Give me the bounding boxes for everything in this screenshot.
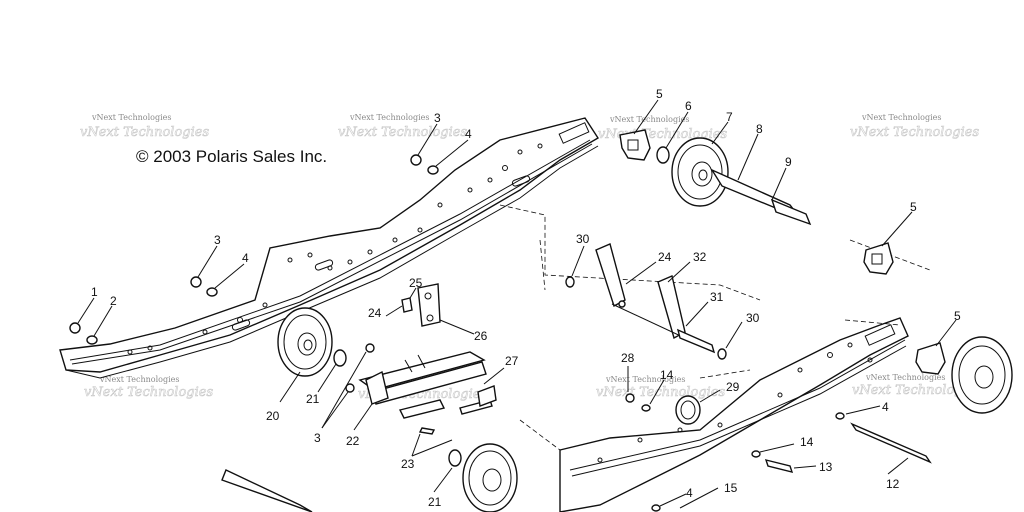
right-idler-wheel — [951, 336, 1013, 414]
callout-5: 5 — [954, 309, 961, 323]
leader-lines — [77, 99, 957, 509]
callout-30: 30 — [746, 311, 760, 325]
callout-2: 2 — [110, 294, 117, 308]
callout-21: 21 — [428, 495, 442, 509]
callout-24: 24 — [368, 306, 382, 320]
callout-5: 5 — [910, 200, 917, 214]
watermark-text: vNext Technologies — [596, 385, 725, 400]
stop-bracket — [595, 243, 716, 354]
callout-3: 3 — [314, 431, 321, 445]
callout-6: 6 — [685, 99, 692, 113]
fastener-hardware — [69, 154, 845, 512]
washer-upper — [656, 146, 670, 164]
callout-22: 22 — [346, 434, 360, 448]
callout-29: 29 — [726, 380, 740, 394]
washer-center — [333, 349, 347, 367]
callout-7: 7 — [726, 110, 733, 124]
axle-block-upper — [619, 129, 651, 161]
callout-5: 5 — [656, 87, 663, 101]
callout-9: 9 — [785, 155, 792, 169]
callout-26: 26 — [474, 329, 488, 343]
assembly-centerlines — [499, 204, 931, 451]
lower-idler-wheel — [462, 443, 518, 512]
watermark-text: vNext Technologies — [605, 375, 685, 384]
bolts — [221, 422, 932, 512]
watermark-text: vNext Technologies — [865, 373, 945, 382]
callout-12: 12 — [886, 477, 900, 491]
callout-4: 4 — [686, 486, 693, 500]
callout-13: 13 — [819, 460, 833, 474]
axle-block-right — [863, 242, 894, 275]
watermark-text: vNext Technologies — [852, 383, 981, 398]
callout-labels: 1 2 3 4 3 4 5 6 7 8 9 5 5 4 14 13 12 4 1… — [91, 87, 961, 509]
watermark-text: vNext Technologies — [99, 375, 179, 384]
watermark-text: vNext Technologies — [861, 113, 941, 122]
center-idler-wheel — [277, 307, 333, 377]
watermark-text: vNext Technologies — [84, 385, 213, 400]
copyright-notice: © 2003 Polaris Sales Inc. — [136, 147, 328, 166]
callout-24: 24 — [658, 250, 672, 264]
upper-idler-axle — [710, 168, 812, 226]
callout-15: 15 — [724, 481, 738, 495]
callout-4: 4 — [465, 127, 472, 141]
watermark-text: vNext Technologies — [349, 113, 429, 122]
callout-32: 32 — [693, 250, 707, 264]
watermark-text: vNext Technologies — [80, 125, 209, 140]
callout-8: 8 — [756, 122, 763, 136]
callout-25: 25 — [409, 276, 423, 290]
callout-14: 14 — [800, 435, 814, 449]
callout-23: 23 — [401, 457, 415, 471]
callout-4: 4 — [882, 400, 889, 414]
washer-lower — [448, 449, 462, 467]
left-rail — [59, 117, 599, 379]
axle-block-lower-right — [915, 342, 946, 375]
callout-30: 30 — [576, 232, 590, 246]
pivot-linkage — [358, 283, 497, 419]
callout-21: 21 — [306, 392, 320, 406]
watermark-text: vNext Technologies — [609, 115, 689, 124]
watermark-text: vNext Technologies — [850, 125, 979, 140]
callout-3: 3 — [214, 233, 221, 247]
callout-1: 1 — [91, 285, 98, 299]
callout-28: 28 — [621, 351, 635, 365]
clamp — [675, 395, 701, 425]
callout-27: 27 — [505, 354, 519, 368]
callout-20: 20 — [266, 409, 280, 423]
upper-idler-wheel — [671, 137, 729, 207]
callout-14: 14 — [660, 368, 674, 382]
callout-4: 4 — [242, 251, 249, 265]
right-rail — [559, 317, 909, 512]
watermark-text: vNext Technologies — [91, 113, 171, 122]
callout-31: 31 — [710, 290, 724, 304]
watermark-text: vNext Technologies — [338, 125, 467, 140]
callout-3: 3 — [434, 111, 441, 125]
